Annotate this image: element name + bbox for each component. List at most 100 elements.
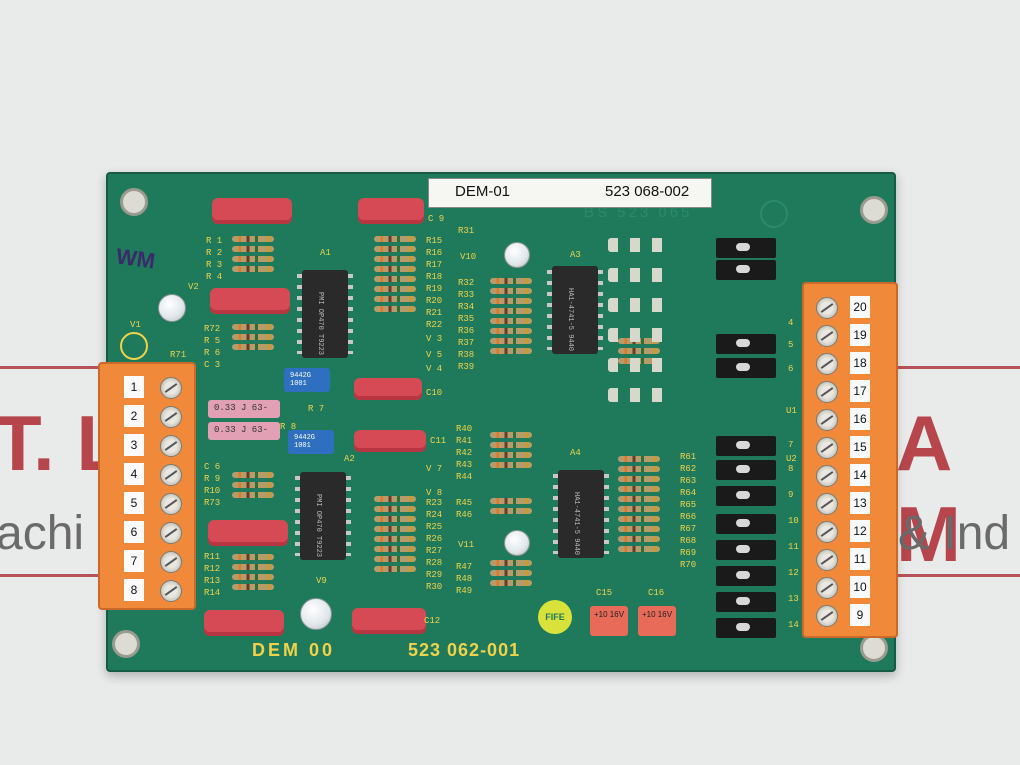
screw-icon [160,493,182,515]
screw-icon [816,437,838,459]
jumper-number: 12 [788,568,799,578]
silk-r39: R39 [458,362,475,372]
capacitor [212,198,292,224]
capacitor [208,520,288,546]
silk-r24: R24 [426,510,443,520]
terminal-cell-4[interactable]: 4 [100,461,194,489]
terminal-cell-2[interactable]: 2 [100,403,194,431]
silk-r73: R73 [204,498,221,508]
jumper[interactable] [716,238,776,258]
terminal-cell-12[interactable]: 12 [804,518,896,546]
terminal-number: 12 [850,520,870,542]
terminal-cell-10[interactable]: 10 [804,574,896,602]
mount-hole-bottom-right [860,634,888,662]
trim-pot-r8: 9442G 1001 [288,430,334,454]
terminal-cell-13[interactable]: 13 [804,490,896,518]
terminal-cell-11[interactable]: 11 [804,546,896,574]
silk-r37: R37 [458,338,475,348]
jumper[interactable] [716,358,776,378]
terminal-cell-20[interactable]: 20 [804,294,896,322]
terminal-number: 5 [124,492,144,514]
terminal-cell-16[interactable]: 16 [804,406,896,434]
mount-hole-top-left [120,188,148,216]
resistor-bank-right [618,456,660,556]
silk-r30: R30 [426,582,443,592]
silk-r47: R47 [456,562,473,572]
jumper[interactable] [716,566,776,586]
silk-v11: V11 [458,540,475,550]
silk-r2: R 2 [206,248,223,258]
jumper[interactable] [716,514,776,534]
silk-v4: V 4 [426,364,443,374]
capacitor [210,288,290,314]
silk-r18: R18 [426,272,443,282]
terminal-cell-3[interactable]: 3 [100,432,194,460]
terminal-cell-15[interactable]: 15 [804,434,896,462]
jumper[interactable] [716,592,776,612]
label-model: DEM-01 [455,183,511,200]
silk-r62: R62 [680,464,697,474]
led-v11 [504,530,530,556]
screw-icon [816,297,838,319]
silk-r63: R63 [680,476,697,486]
terminal-cell-1[interactable]: 1 [100,374,194,402]
terminal-cell-9[interactable]: 9 [804,602,896,630]
resistor-bank-left-bottom [232,554,274,594]
jumper-number: 7 [788,440,794,450]
silk-a1: A1 [320,248,331,258]
jumper[interactable] [716,260,776,280]
silk-v8: V 8 [426,488,443,498]
capacitor-c12 [352,608,426,634]
resistor-bank-mid-top [374,236,416,316]
silk-v10: V10 [460,252,477,262]
jumper-number: 13 [788,594,799,604]
jumper[interactable] [716,460,776,480]
terminal-cell-14[interactable]: 14 [804,462,896,490]
silk-v2: V2 [188,282,199,292]
silk-r70: R70 [680,560,697,570]
board-etched-number: BS 523 065 [584,204,693,221]
trim-pot-r8-marking: 9442G 1001 [294,434,316,450]
silk-r68: R68 [680,536,697,546]
silk-r34: R34 [458,302,475,312]
watermark-subtext-left: achi [0,507,85,560]
electrolytic-capacitor-c15: +10 16V [590,606,628,636]
electrolytic-capacitor-c16-marking: +10 16V [642,610,673,619]
silk-r4: R 4 [206,272,223,282]
silk-v1: V1 [130,320,141,330]
terminal-cell-6[interactable]: 6 [100,519,194,547]
terminal-cell-5[interactable]: 5 [100,490,194,518]
terminal-block-right: 20 19 18 17 16 15 14 13 12 11 10 9 [802,282,898,638]
terminal-cell-8[interactable]: 8 [100,577,194,605]
electrolytic-capacitor-c16: +10 16V [638,606,676,636]
silk-r42: R42 [456,448,473,458]
silk-r26: R26 [426,534,443,544]
pcb-board: BS 523 065 WM PMI OP470 T9223 PMI OP470 … [106,172,896,672]
silk-r15: R15 [426,236,443,246]
silk-r46: R46 [456,510,473,520]
jumper[interactable] [716,540,776,560]
terminal-cell-19[interactable]: 19 [804,322,896,350]
trim-pot-r7-marking: 9442G 1001 [290,372,312,388]
jumper[interactable] [716,334,776,354]
jumper[interactable] [716,436,776,456]
screw-icon [160,435,182,457]
terminal-cell-18[interactable]: 18 [804,350,896,378]
jumper[interactable] [716,486,776,506]
silk-c6: C 6 [204,462,221,472]
silk-r5: R 5 [204,336,221,346]
screw-icon [816,465,838,487]
silk-a4: A4 [570,448,581,458]
silk-r6: R 6 [204,348,221,358]
ic-a1-marking: PMI OP470 T9223 [316,292,324,356]
terminal-cell-17[interactable]: 17 [804,378,896,406]
silk-r41: R41 [456,436,473,446]
silk-r61: R61 [680,452,697,462]
silk-r25: R25 [426,522,443,532]
jumper[interactable] [716,618,776,638]
pad-row [608,388,668,402]
silk-r28: R28 [426,558,443,568]
fife-logo: FIFE [538,600,572,634]
terminal-cell-7[interactable]: 7 [100,548,194,576]
silk-r67: R67 [680,524,697,534]
